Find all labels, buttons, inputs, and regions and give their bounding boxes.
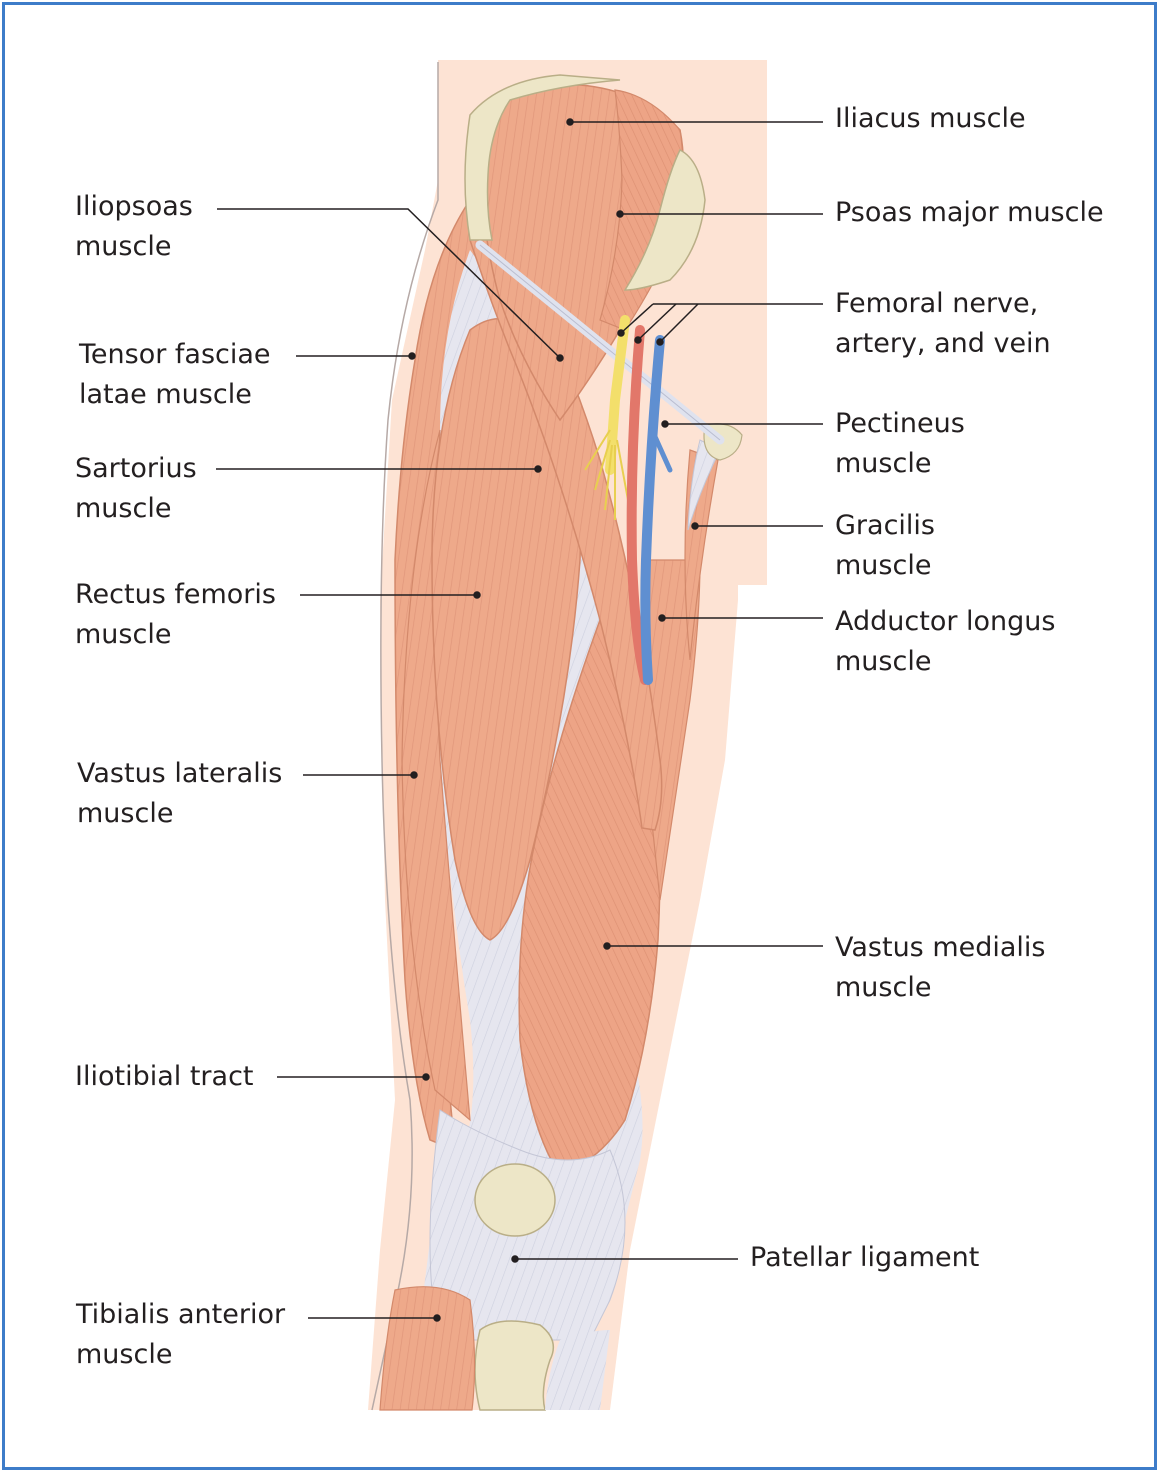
label-vastus-lateralis-muscle: Vastus lateralis muscle bbox=[77, 758, 283, 829]
label-femoral-nerve-artery-vein: Femoral nerve, artery, and vein bbox=[835, 288, 1051, 359]
femoral-nerve-branches bbox=[584, 429, 629, 520]
label-tensor-fasciae-latae-muscle: Tensor fasciae latae muscle bbox=[79, 339, 271, 410]
ilium-bone bbox=[464, 74, 621, 241]
label-tibialis-anterior-muscle: Tibialis anterior muscle bbox=[76, 1299, 286, 1370]
tibialis-anterior-shape bbox=[379, 1286, 476, 1411]
label-patellar-ligament: Patellar ligament bbox=[750, 1242, 980, 1273]
pubis-bone bbox=[623, 148, 706, 291]
femoral-vein-branch bbox=[649, 427, 673, 473]
lower-leg-medial bbox=[545, 1330, 610, 1410]
inguinal-ligament-edge bbox=[479, 244, 721, 441]
label-iliacus-muscle: Iliacus muscle bbox=[835, 103, 1026, 134]
label-adductor-longus-muscle: Adductor longus muscle bbox=[835, 606, 1056, 677]
femoral-vein bbox=[640, 335, 665, 685]
patella bbox=[474, 1163, 556, 1237]
label-sartorius-muscle: Sartorius muscle bbox=[75, 453, 197, 524]
label-vastus-medialis-muscle: Vastus medialis muscle bbox=[835, 932, 1046, 1003]
psoas-major-shape bbox=[599, 89, 684, 331]
label-rectus-femoris-muscle: Rectus femoris muscle bbox=[75, 579, 276, 650]
label-iliopsoas-muscle: Iliopsoas muscle bbox=[75, 191, 193, 262]
sartorius-shape bbox=[469, 234, 663, 831]
femoral-artery bbox=[626, 325, 650, 685]
pectineus-shape bbox=[687, 439, 721, 531]
label-gracilis-muscle: Gracilis muscle bbox=[835, 510, 935, 581]
label-pectineus-muscle: Pectineus muscle bbox=[835, 408, 965, 479]
leader-femoral bbox=[617, 303, 823, 346]
limb-outline bbox=[371, 62, 439, 1411]
label-iliotibial-tract: Iliotibial tract bbox=[75, 1061, 254, 1092]
label-psoas-major-muscle: Psoas major muscle bbox=[835, 197, 1104, 228]
tibia bbox=[474, 1320, 555, 1411]
leader-iliopsoas bbox=[217, 208, 561, 359]
